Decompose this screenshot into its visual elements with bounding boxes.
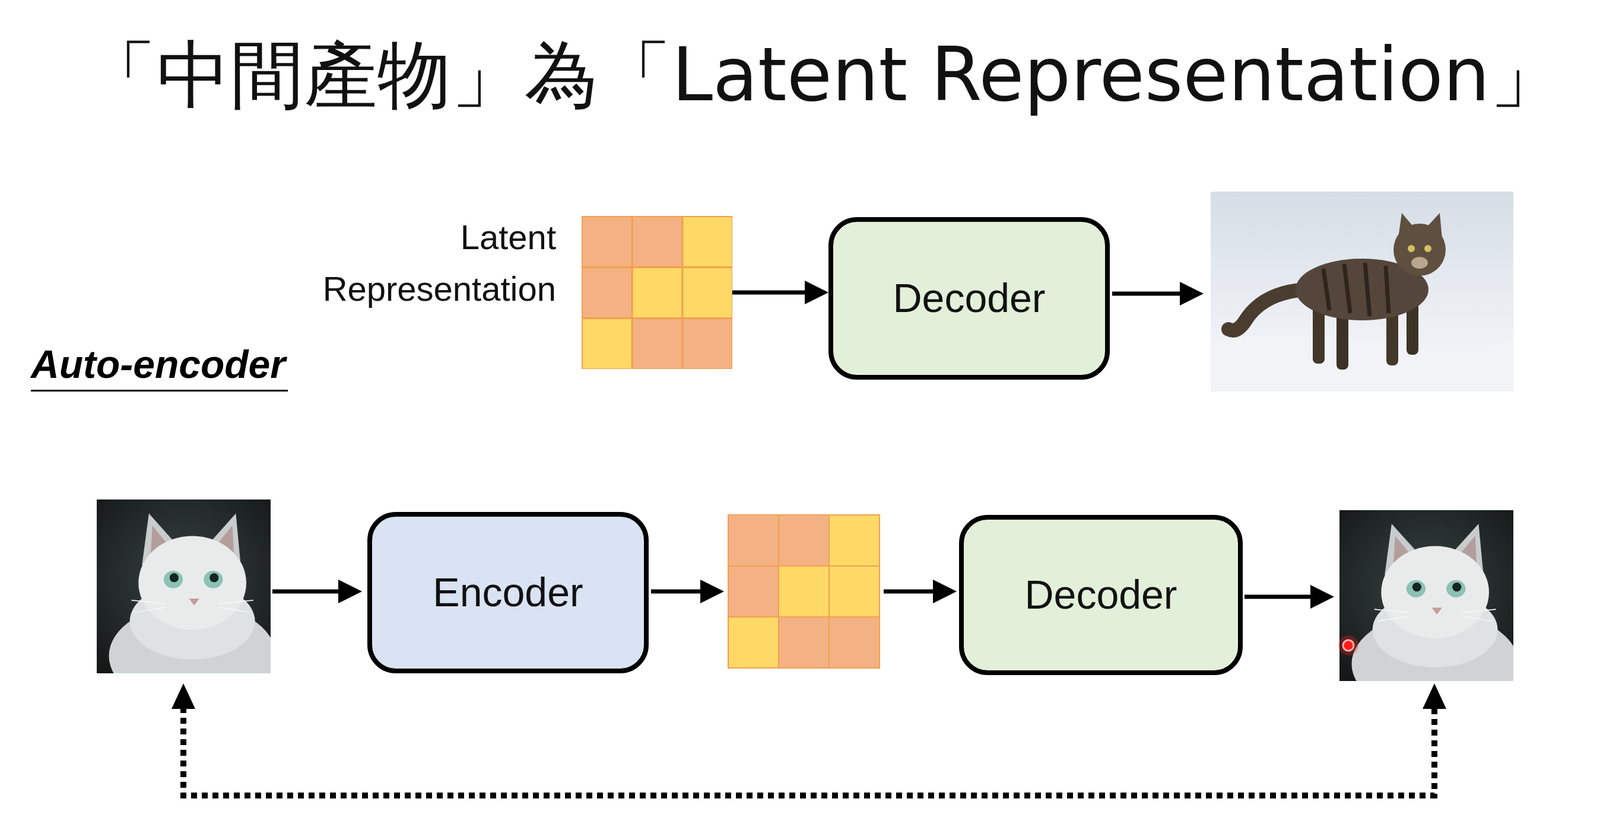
grid-cell [632, 216, 683, 268]
flow-arrow [883, 589, 933, 595]
grid-cell [582, 267, 633, 319]
grid-cell [582, 216, 633, 268]
latent-grid: Latent Representation [284, 216, 733, 370]
dotted-loss-line [183, 707, 1435, 796]
cat-ear [1398, 213, 1415, 238]
box-label: Encoder [432, 568, 583, 618]
grid-cell [778, 566, 830, 618]
slide-title: 「中間產物」為「Latent Representation」 [83, 37, 1564, 112]
latent-grid [728, 515, 880, 669]
cat-photo-output [1339, 510, 1519, 716]
grid-cell [632, 267, 683, 319]
cat-eye [1424, 245, 1432, 253]
snow-background [1210, 191, 1514, 392]
grid-cell [829, 515, 880, 567]
flow-arrow [651, 589, 701, 595]
cat-photo [1210, 191, 1514, 392]
flow-arrow [1244, 595, 1311, 600]
grid-cell [728, 515, 779, 567]
box-label: Decoder [892, 274, 1046, 323]
section-label: Auto-encoder [30, 343, 288, 392]
cat-stripes [1323, 262, 1389, 317]
node-heading: Latent Representation [284, 211, 557, 315]
cat-ear [1425, 213, 1443, 240]
flow-arrow [1112, 291, 1180, 297]
pointer-glow [1338, 635, 1359, 656]
snow-ground [1210, 334, 1514, 392]
grid-cell [728, 566, 779, 618]
grid-cell [728, 617, 779, 669]
cat-eye [1407, 245, 1415, 253]
latent-grid-cells [581, 216, 733, 370]
grid-cell [682, 216, 733, 268]
grid-cell [582, 318, 633, 370]
grid-cell [829, 617, 880, 669]
flow-arrow [732, 290, 805, 295]
cat-tail [1228, 289, 1306, 331]
process-box: Decoder [828, 217, 1110, 380]
box-label: Decoder [1024, 570, 1177, 620]
process-box: Decoder [959, 515, 1243, 676]
grid-cell [682, 318, 733, 370]
arrow-head [1422, 683, 1447, 710]
arrow-head [171, 683, 196, 710]
grid-cell [632, 318, 683, 370]
process-box: Encoder [367, 512, 649, 674]
grid-cell [778, 515, 830, 567]
grid-cell [682, 267, 733, 319]
cat-photo-input [96, 499, 276, 709]
grid-cell [778, 617, 830, 669]
flow-arrow [272, 589, 339, 595]
grid-cell [829, 566, 880, 618]
laser-pointer [1343, 640, 1354, 652]
cat-muzzle [1411, 256, 1428, 269]
